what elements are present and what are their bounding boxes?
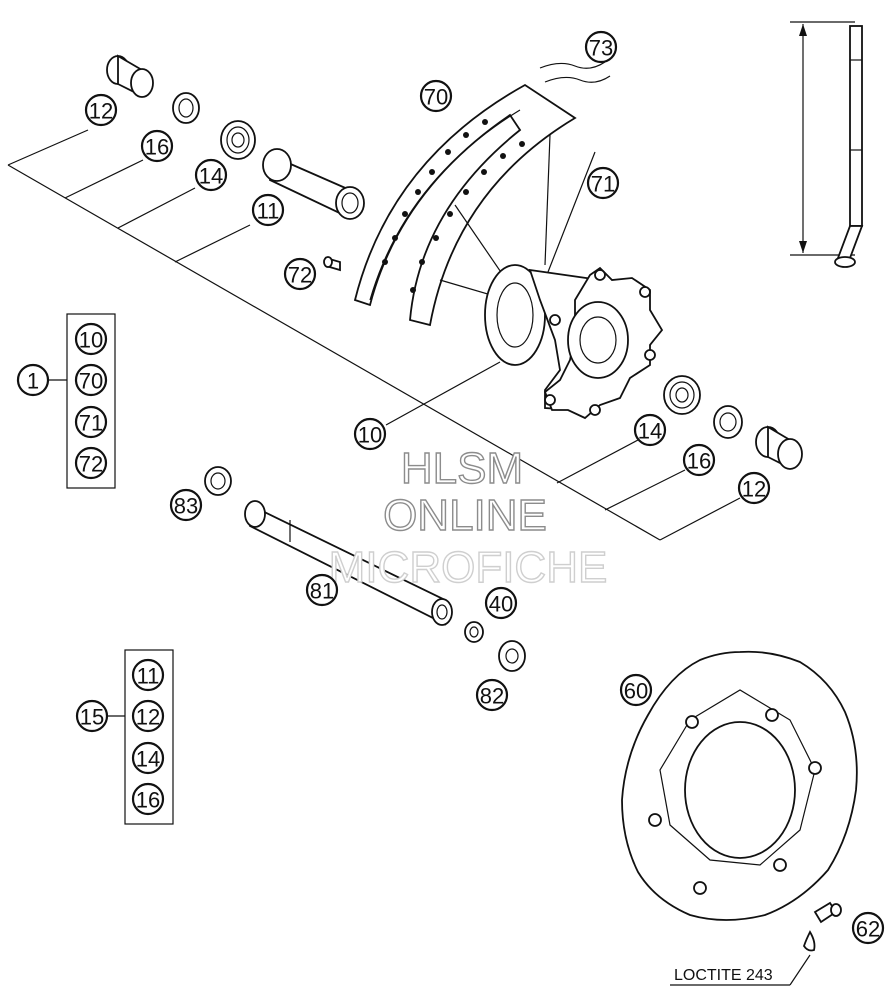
callout-82: 82 xyxy=(475,678,509,712)
svg-text:14: 14 xyxy=(199,164,223,189)
callout-60: 60 xyxy=(619,673,653,707)
svg-text:70: 70 xyxy=(424,85,448,110)
svg-text:1: 1 xyxy=(27,369,39,394)
disc-bolt-62 xyxy=(813,901,842,924)
callout-73: 73 xyxy=(584,30,618,64)
callout-16-kit: 16 xyxy=(131,782,165,816)
svg-text:12: 12 xyxy=(89,99,113,124)
axle-81 xyxy=(244,500,453,626)
svg-text:40: 40 xyxy=(489,592,513,617)
watermark-line-3: MICROFICHE xyxy=(329,543,608,592)
callout-40: 40 xyxy=(484,586,518,620)
loctite-text: LOCTITE 243 xyxy=(674,967,773,984)
svg-text:16: 16 xyxy=(687,449,711,474)
loctite-drop xyxy=(789,930,816,986)
kit-15-bracket xyxy=(124,649,174,825)
callout-16-top: 16 xyxy=(140,129,174,163)
axle-bolt-82 xyxy=(498,640,526,672)
callout-14-right: 14 xyxy=(633,413,667,447)
callout-70: 70 xyxy=(419,79,453,113)
disc-bolt-holes xyxy=(648,708,822,895)
svg-text:16: 16 xyxy=(145,135,169,160)
callout-10: 10 xyxy=(353,417,387,451)
hub-10 xyxy=(484,264,664,420)
callout-72-kit: 72 xyxy=(74,446,108,480)
rim-70 xyxy=(353,83,577,327)
callout-11-kit: 11 xyxy=(131,658,165,692)
svg-text:12: 12 xyxy=(136,705,160,730)
svg-text:15: 15 xyxy=(80,705,104,730)
svg-text:72: 72 xyxy=(79,452,103,477)
brake-disc-60 xyxy=(621,650,858,921)
bearing-14-right xyxy=(663,375,701,415)
rim-spoke-holes xyxy=(382,119,525,293)
callout-12-kit: 12 xyxy=(131,699,165,733)
svg-text:71: 71 xyxy=(79,411,103,436)
callout-12-top: 12 xyxy=(84,93,118,127)
callout-62: 62 xyxy=(851,911,885,945)
svg-text:71: 71 xyxy=(591,172,615,197)
loctite-label: LOCTITE 243 xyxy=(670,967,790,986)
svg-text:14: 14 xyxy=(638,419,662,444)
callout-71-kit: 71 xyxy=(74,405,108,439)
leader-lines-top xyxy=(7,129,741,541)
svg-text:10: 10 xyxy=(358,423,382,448)
svg-text:12: 12 xyxy=(742,477,766,502)
callout-72: 72 xyxy=(283,257,317,291)
kit-1-bracket xyxy=(66,313,116,489)
svg-text:14: 14 xyxy=(136,747,160,772)
callout-10-kit: 10 xyxy=(74,322,108,356)
svg-text:73: 73 xyxy=(589,36,613,61)
callout-14-top: 14 xyxy=(194,158,228,192)
callout-11-top: 11 xyxy=(251,193,285,227)
svg-text:10: 10 xyxy=(79,328,103,353)
watermark-line-1: HLSM xyxy=(401,444,523,493)
svg-text:83: 83 xyxy=(174,494,198,519)
svg-text:16: 16 xyxy=(136,788,160,813)
rim-tape-73 xyxy=(539,61,611,83)
callout-15: 15 xyxy=(75,699,109,733)
callout-12-right: 12 xyxy=(737,471,771,505)
svg-text:11: 11 xyxy=(137,664,160,689)
callout-71: 71 xyxy=(586,166,620,200)
spacer-bushing-12-top xyxy=(106,54,154,98)
spacer-tube-11 xyxy=(262,148,365,220)
callout-16-right: 16 xyxy=(682,443,716,477)
watermark-line-2: ONLINE xyxy=(383,491,547,540)
spoke-nipple-72 xyxy=(323,256,341,272)
axle-nut-83 xyxy=(204,466,232,496)
callout-81: 81 xyxy=(305,573,339,607)
washer-40 xyxy=(464,621,484,643)
callout-70-kit: 70 xyxy=(74,363,108,397)
callout-83: 83 xyxy=(169,488,203,522)
spacer-bushing-12-right xyxy=(755,425,803,470)
seal-16-top xyxy=(172,92,200,124)
svg-text:82: 82 xyxy=(480,684,504,709)
spoke-dimension xyxy=(790,21,864,268)
seal-16-right xyxy=(713,405,743,439)
callout-1: 1 xyxy=(16,363,50,397)
svg-text:60: 60 xyxy=(624,679,648,704)
watermark: HLSM ONLINE MICROFICHE xyxy=(328,443,608,592)
svg-text:62: 62 xyxy=(856,917,880,942)
svg-text:72: 72 xyxy=(288,263,312,288)
svg-text:70: 70 xyxy=(79,369,103,394)
svg-text:81: 81 xyxy=(310,579,334,604)
bearing-14-top xyxy=(220,120,256,160)
callout-14-kit: 14 xyxy=(131,741,165,775)
svg-text:11: 11 xyxy=(257,199,280,224)
